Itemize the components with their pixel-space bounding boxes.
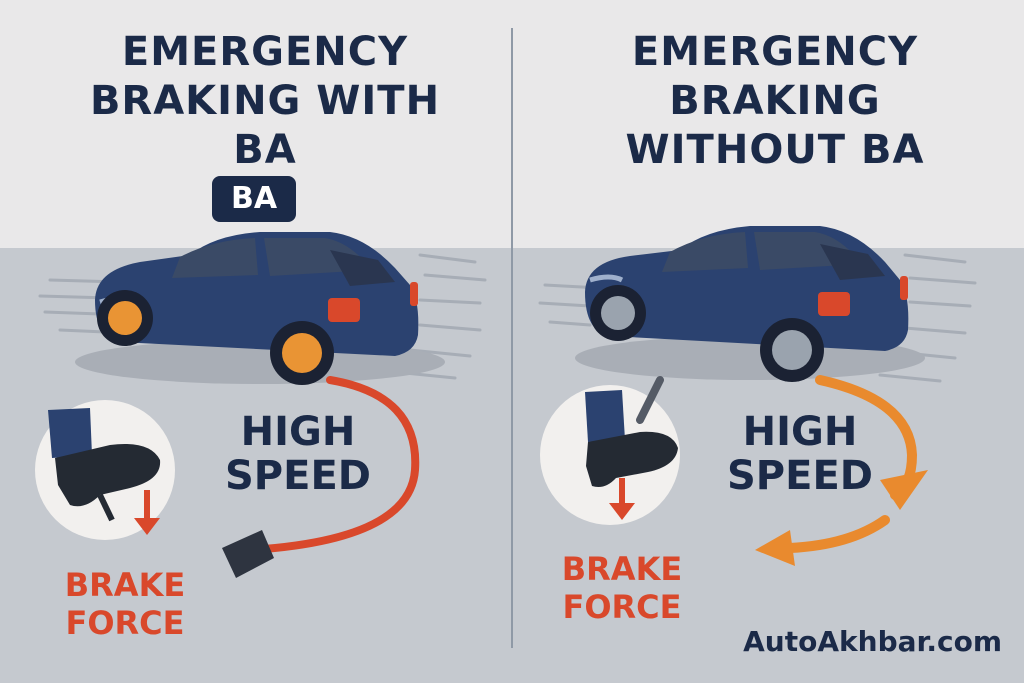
brake-force-label-left: BRAKE FORCE [45,566,205,642]
foot-pedal-icon [585,376,678,487]
title-line: EMERGENCY [631,29,919,75]
down-arrow-left-icon [134,518,160,535]
car-with-ba [95,232,419,385]
speed-line: HIGH [742,409,858,455]
title-line: EMERGENCY [121,29,409,75]
speed-lines-right [538,253,977,383]
brake-line: FORCE [562,588,682,626]
arrowhead-down-icon [880,470,928,510]
speed-line: SPEED [225,453,371,499]
title-line: BRAKING [669,78,881,124]
title-without-ba: EMERGENCY BRAKING WITHOUT BA [580,28,970,175]
foot-pressing-icon [48,408,161,522]
speed-line: SPEED [727,453,873,499]
title-line: WITHOUT BA [625,127,925,173]
title-line: BRAKING WITH [89,78,441,124]
title-with-ba: EMERGENCY BRAKING WITH BA [60,28,470,175]
car-without-ba [585,226,909,382]
high-speed-label-right: HIGH SPEED [720,410,880,498]
down-arrow-right-icon [609,503,635,520]
brake-line: BRAKE [64,566,186,604]
speed-lines-left [38,253,487,380]
brake-line: BRAKE [561,550,683,588]
brake-force-curve [246,376,420,554]
ba-badge: BA [212,176,296,222]
panel-divider [511,28,513,648]
title-line: BA [233,127,297,173]
high-speed-label-left: HIGH SPEED [218,410,378,498]
speed-arrow-left [785,515,890,553]
brake-pedal-icon [222,530,274,578]
arrowhead-left-icon [755,530,795,566]
brake-force-label-right: BRAKE FORCE [542,550,702,626]
watermark: AutoAkhbar.com [743,625,1002,658]
brake-line: FORCE [65,604,185,642]
speed-line: HIGH [240,409,356,455]
